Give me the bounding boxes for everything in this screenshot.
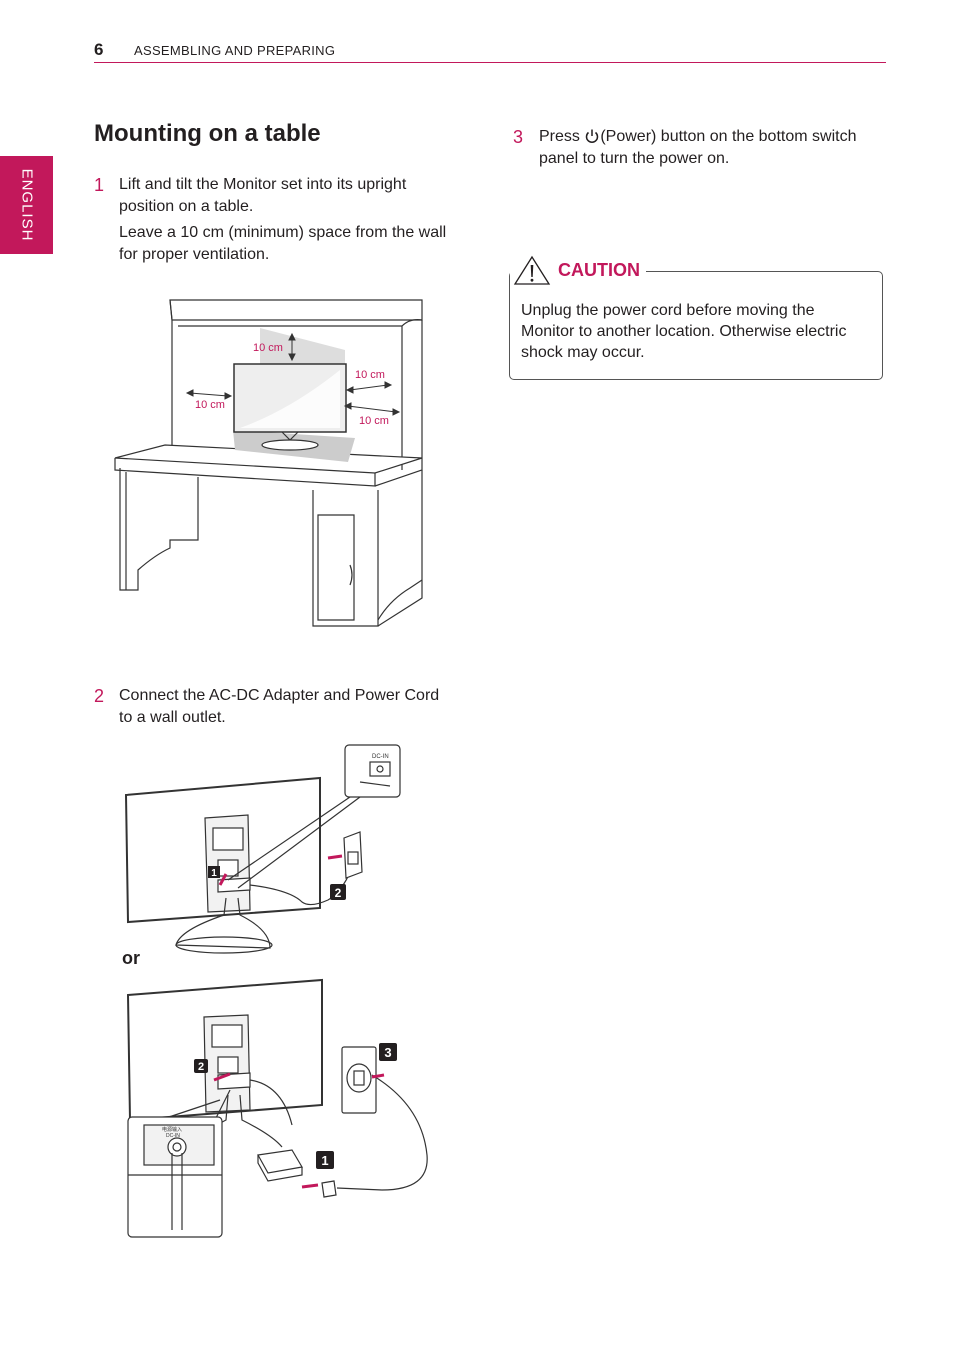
step-1-line: Lift and tilt the Monitor set into its u…: [119, 176, 407, 193]
caution-box: [509, 271, 883, 380]
step-1-note-line: for proper ventilation.: [119, 246, 270, 263]
page-title: Mounting on a table: [94, 120, 321, 147]
caution-line: shock may occur.: [521, 344, 645, 361]
connection-figure-b: 电源输入 DC-IN 2 3 1: [126, 978, 428, 1238]
step-1-number: 1: [94, 175, 105, 195]
step-1-text: Lift and tilt the Monitor set into its u…: [119, 174, 479, 266]
header-rule: [94, 62, 886, 63]
power-icon: [586, 129, 599, 143]
section-header: ASSEMBLING AND PREPARING: [134, 43, 336, 58]
callout-1: 1: [211, 868, 217, 879]
language-tab: ENGLISH: [0, 156, 53, 254]
port-label-cn: 电源输入: [162, 1126, 182, 1133]
step-2-text: Connect the AC-DC Adapter and Power Cord…: [119, 685, 479, 729]
caution-label: CAUTION: [558, 259, 640, 280]
callout-2: 2: [335, 886, 342, 900]
clearance-label-right: 10 cm: [355, 369, 385, 381]
step-1-note-line: Leave a 10 cm (minimum) space from the w…: [119, 224, 447, 241]
clearance-label-bottom: 10 cm: [359, 415, 389, 427]
step-2-number: 2: [94, 686, 105, 706]
step-2-line: to a wall outlet.: [119, 709, 226, 726]
callout-3: 3: [384, 1045, 391, 1060]
warning-icon: [513, 255, 551, 285]
language-tab-label: ENGLISH: [18, 168, 35, 242]
step-2-line: Connect the AC-DC Adapter and Power Cord: [119, 687, 440, 704]
dc-in-label: DC-IN: [372, 754, 389, 760]
desk-clearance-figure: 10 cm 10 cm 10 cm 10 cm: [114, 299, 423, 627]
step-3-text-after: (Power) button on the bottom switch: [600, 128, 857, 145]
callout-2: 2: [198, 1061, 204, 1073]
clearance-label-left: 10 cm: [195, 399, 225, 411]
or-label: or: [122, 948, 140, 968]
step-3-number: 3: [513, 127, 524, 147]
step-1-line: position on a table.: [119, 198, 254, 215]
caution-text: Unplug the power cord before moving the …: [521, 300, 876, 363]
caution-heading: CAUTION: [510, 254, 646, 286]
caution-line: Monitor to another location. Otherwise e…: [521, 323, 847, 340]
dc-in-label: DC-IN: [166, 1133, 180, 1139]
step-3-text: Press (Power) button on the bottom switc…: [539, 126, 884, 170]
step-3-line: panel to turn the power on.: [539, 150, 730, 167]
caution-line: Unplug the power cord before moving the: [521, 302, 815, 319]
page-number: 6: [94, 40, 104, 59]
step-3-text-before: Press: [539, 128, 585, 145]
callout-1: 1: [321, 1153, 328, 1168]
clearance-label-top: 10 cm: [253, 342, 283, 354]
connection-figure-a: DC-IN 1 2: [124, 744, 401, 954]
